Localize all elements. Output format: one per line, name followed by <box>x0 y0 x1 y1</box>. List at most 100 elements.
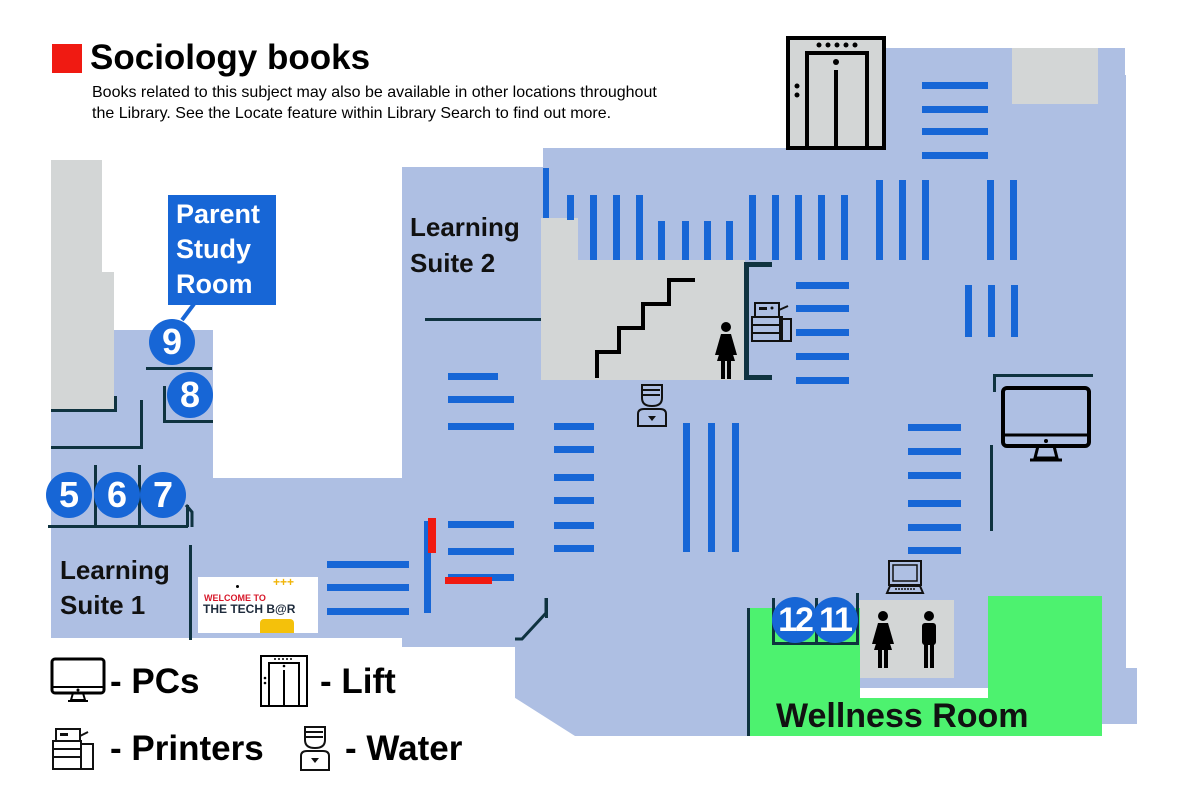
bookshelf <box>796 329 849 336</box>
bookshelf <box>448 548 514 555</box>
tech-bar-sign: +++ WELCOME TO THE TECH B@R <box>198 577 318 633</box>
parent-study-room-text-2: Study <box>176 234 252 264</box>
bookshelf <box>908 500 961 507</box>
bookshelf <box>448 373 498 380</box>
tech-bar-line-1: WELCOME TO <box>204 593 266 603</box>
bookshelf <box>796 282 849 289</box>
study-room-12[interactable]: 12 <box>772 597 818 643</box>
wall <box>993 374 996 392</box>
bookshelf <box>922 82 988 89</box>
study-room-7[interactable]: 7 <box>140 472 186 518</box>
bookshelf <box>796 377 849 384</box>
bookshelf <box>908 472 961 479</box>
bookshelf <box>554 545 594 552</box>
legend-pc-icon <box>50 657 106 702</box>
bookshelf <box>908 424 961 431</box>
bookshelf <box>554 497 594 504</box>
study-room-8[interactable]: 8 <box>167 372 213 418</box>
parent-study-pointer <box>180 302 196 322</box>
bookshelf <box>749 195 756 260</box>
store-room <box>1012 48 1098 104</box>
bookshelf <box>987 180 994 260</box>
bookshelf <box>908 448 961 455</box>
wall <box>146 367 212 370</box>
bookshelf <box>554 474 594 481</box>
staircase-area-top <box>541 218 578 262</box>
bookshelf <box>554 423 594 430</box>
study-room-9[interactable]: 9 <box>149 319 195 365</box>
page-title: Sociology books <box>90 38 371 77</box>
wall <box>48 525 188 528</box>
parent-study-room-text-1: Parent <box>176 199 261 229</box>
bookshelf <box>726 221 733 260</box>
bookshelf <box>732 423 739 552</box>
bookshelf <box>658 221 665 260</box>
bookshelf <box>636 195 643 260</box>
angled-wall <box>515 598 548 641</box>
bookshelf <box>708 423 715 552</box>
legend-printers-label: - Printers <box>110 729 264 768</box>
tech-bar-dot <box>236 585 239 588</box>
bookshelf <box>988 285 995 337</box>
wellness-room-label: Wellness Room <box>776 697 1029 735</box>
bookshelf <box>908 547 961 554</box>
bookshelf <box>922 128 988 135</box>
lift-icon <box>786 36 886 150</box>
bookshelf <box>554 446 594 453</box>
wall <box>993 374 1093 377</box>
study-room-6[interactable]: 6 <box>94 472 140 518</box>
tech-bar-graphic <box>260 619 294 633</box>
wall <box>51 409 117 412</box>
bookshelf <box>424 521 431 613</box>
female-toilet-icon <box>872 611 894 668</box>
bookshelf <box>613 195 620 260</box>
sociology-shelf-highlight <box>428 518 436 553</box>
wall <box>186 505 189 527</box>
bookshelf <box>796 305 849 312</box>
bookshelf <box>448 521 514 528</box>
bookshelf <box>922 106 988 113</box>
learning-suite-2-label-2: Suite 2 <box>410 248 496 278</box>
bookshelf <box>567 195 574 220</box>
wall <box>747 608 750 736</box>
wall <box>163 386 166 422</box>
wall <box>189 545 192 640</box>
study-room-5[interactable]: 5 <box>46 472 92 518</box>
printer-bay-wall <box>744 262 749 380</box>
bookshelf <box>908 524 961 531</box>
bookshelf <box>448 423 514 430</box>
bookshelf <box>327 561 409 568</box>
bookshelf <box>682 221 689 260</box>
learning-suite-2-label-1: Learning <box>410 212 520 242</box>
bookshelf <box>841 195 848 260</box>
parent-study-room-label[interactable] <box>168 195 276 305</box>
study-room-11[interactable]: 11 <box>812 597 858 643</box>
bookshelf <box>922 152 988 159</box>
bookshelf <box>327 608 409 615</box>
floor-area-bottom <box>515 600 755 736</box>
bookshelf <box>543 168 549 218</box>
pc-icon <box>1001 386 1091 462</box>
bookshelf <box>590 195 597 260</box>
bookshelf <box>795 195 802 260</box>
bookshelf <box>683 423 690 552</box>
note-line-1: Books related to this subject may also b… <box>92 84 657 101</box>
bookshelf <box>554 522 594 529</box>
wellness-room-area-right <box>988 596 1102 736</box>
bookshelf <box>1010 180 1017 260</box>
angled-wall <box>184 504 194 527</box>
tech-bar-deco: +++ <box>273 577 295 589</box>
legend-water-label: - Water <box>345 729 463 768</box>
printer-bay-wall <box>744 375 772 380</box>
tech-bar-line-2: THE TECH B@R <box>203 602 296 616</box>
bookshelf <box>704 221 711 260</box>
water-icon <box>637 384 667 427</box>
parent-study-room-text-3: Room <box>176 269 253 299</box>
wall <box>425 318 541 321</box>
bookshelf <box>965 285 972 337</box>
printer-bay-wall <box>744 262 772 267</box>
legend-lift-label: - Lift <box>320 662 396 701</box>
wall <box>163 420 213 423</box>
stairs-icon <box>595 278 695 378</box>
note-line-2: the Library. See the Locate feature with… <box>92 105 612 122</box>
